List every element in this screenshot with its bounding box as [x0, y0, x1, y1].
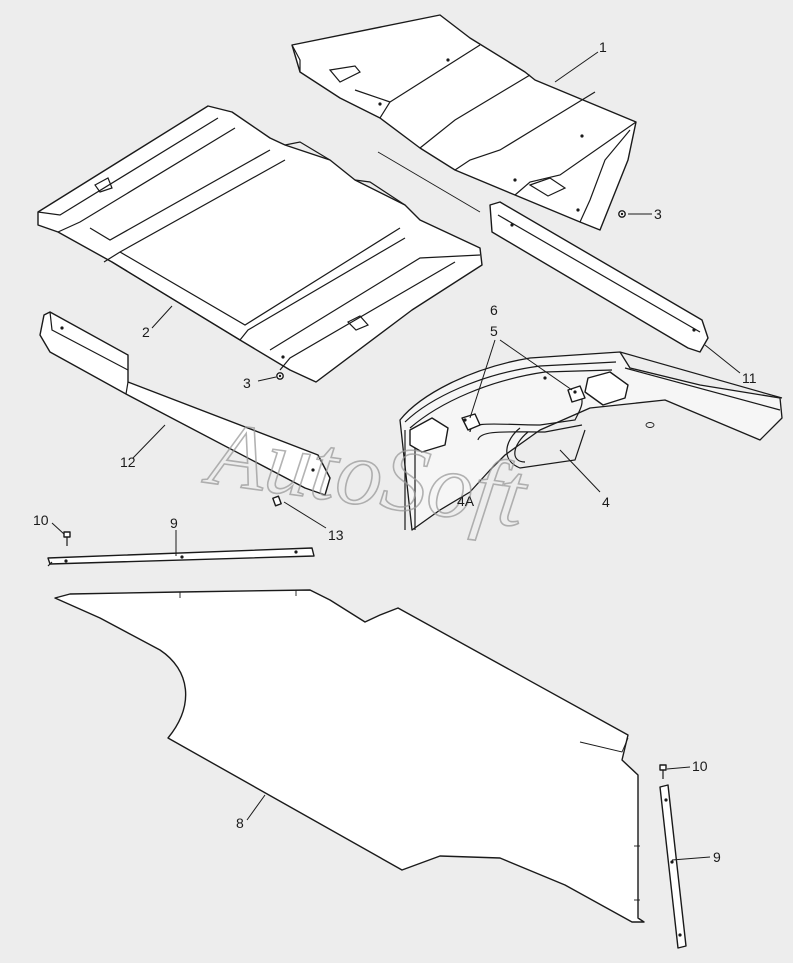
part-8-floor-mat	[54, 589, 645, 923]
part-12-trim-strip	[39, 311, 331, 496]
callout-3-upper: 3	[654, 206, 662, 222]
part-1-seat-back-panel	[291, 14, 637, 231]
fastener-13	[272, 495, 282, 507]
callout-5: 5	[490, 323, 498, 339]
callout-9-lower: 9	[713, 849, 721, 865]
callout-4: 4	[602, 494, 610, 510]
callout-2: 2	[142, 324, 150, 340]
fastener-3-lower	[276, 372, 284, 380]
part-9-retainer-strip-upper	[47, 547, 315, 567]
part-9-retainer-strip-lower	[659, 784, 687, 949]
part-2-seat-cushion-frame	[37, 105, 483, 383]
part-4-handle-assembly	[399, 351, 783, 531]
callout-12: 12	[120, 454, 136, 470]
fastener-10-upper	[63, 531, 71, 546]
callout-6: 6	[490, 302, 498, 318]
callout-4a: 4A	[457, 493, 475, 509]
callout-10-upper: 10	[33, 512, 49, 528]
callout-labels: 1 3 2 3 6 5 11 12 4 4A 13 10 9 10 9 8	[33, 39, 757, 865]
callout-3-lower: 3	[243, 375, 251, 391]
callout-1: 1	[599, 39, 607, 55]
callout-11: 11	[742, 370, 757, 386]
callout-10-lower: 10	[692, 758, 708, 774]
callout-9-upper: 9	[170, 515, 178, 531]
fastener-3-upper	[618, 210, 626, 218]
part-11-trim-strip	[489, 201, 709, 353]
callout-13: 13	[328, 527, 344, 543]
callout-8: 8	[236, 815, 244, 831]
leader-lines	[51, 51, 741, 861]
fastener-10-lower	[659, 764, 667, 779]
